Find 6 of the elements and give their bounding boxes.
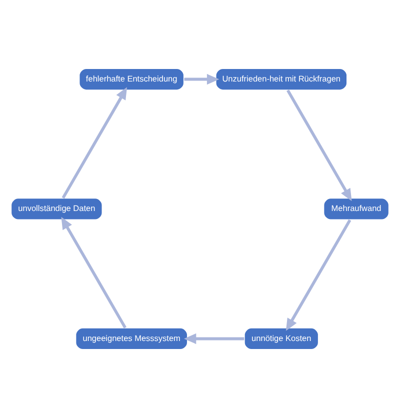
- arrow: [62, 86, 128, 198]
- arrow: [184, 73, 220, 84]
- arrow: [286, 218, 352, 330]
- arrow: [184, 332, 244, 344]
- arrow: [61, 216, 126, 328]
- arrow: [286, 89, 352, 201]
